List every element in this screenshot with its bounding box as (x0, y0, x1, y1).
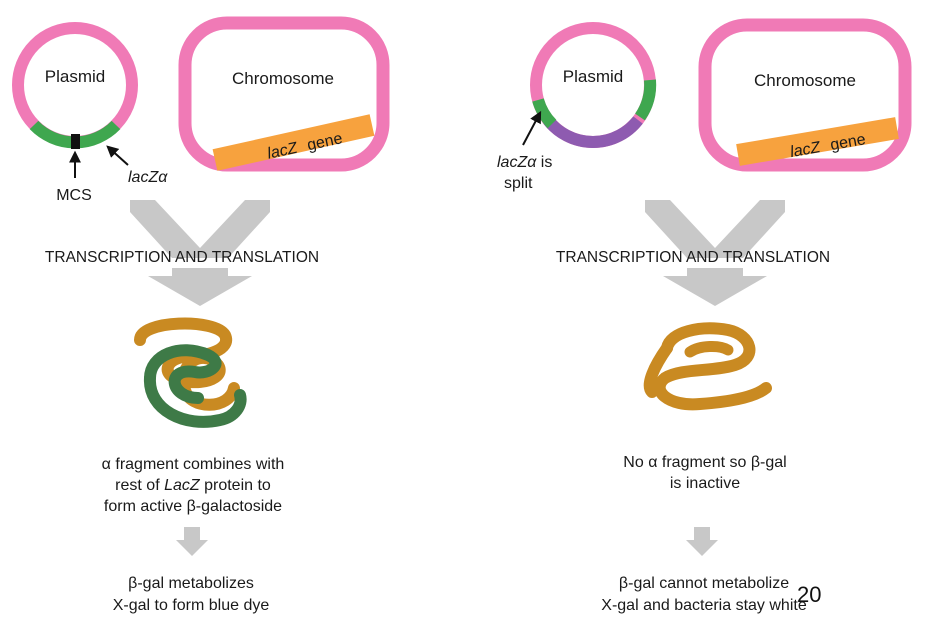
left-step-label: TRANSCRIPTION AND TRANSLATION (45, 249, 319, 266)
right-lacz-gene-label-rest: gene (829, 131, 867, 154)
left-result-line-1: α fragment combines with (102, 456, 285, 473)
right-plasmid: Plasmid (530, 22, 657, 148)
left-protein-green-coil (144, 344, 222, 404)
right-split-label-rest: is (536, 154, 552, 171)
left-plasmid-label: Plasmid (45, 67, 105, 86)
right-converging-arrow-top (645, 200, 785, 258)
right-split-arrow (522, 110, 542, 146)
right-chromosome: Chromosome lacZ gene (698, 18, 912, 172)
left-chromosome: Chromosome lacZ gene (178, 16, 390, 172)
left-active-protein (134, 317, 247, 428)
right-split-label: lacZα is (497, 154, 552, 171)
right-chromosome-ring (698, 18, 912, 172)
right-result-line-1: No α fragment so β-gal (623, 454, 786, 471)
left-plasmid: Plasmid (12, 22, 138, 149)
left-small-down-arrow (176, 527, 208, 556)
left-converging-arrow-bottom (148, 268, 252, 306)
right-protein-gold-coil-3 (684, 341, 734, 358)
right-insert-segment (543, 116, 643, 148)
left-panel: Plasmid MCS lacZα Chromosome lacZ gene T… (12, 16, 390, 614)
right-inactive-protein (643, 322, 772, 411)
right-protein-gold-coil (653, 322, 772, 411)
right-step-label: TRANSCRIPTION AND TRANSLATION (556, 249, 830, 266)
left-lacz-alpha-label: lacZα (128, 169, 168, 186)
left-result-line-3: form active β-galactoside (104, 498, 282, 515)
left-mcs-label: MCS (56, 187, 92, 204)
right-final-line-2: X-gal and bacteria stay white (601, 597, 807, 614)
left-result-line-2: rest of LacZ protein to (115, 477, 271, 494)
left-chromosome-ring (178, 16, 390, 172)
left-result-line-2-italic: LacZ (164, 477, 201, 494)
left-converging-arrow-top (130, 200, 270, 258)
right-protein-gold-coil-2 (643, 342, 673, 398)
left-result-line-2-post: protein to (200, 477, 271, 494)
left-lacz-alpha-arrow (106, 145, 129, 166)
right-chromosome-label: Chromosome (754, 71, 856, 90)
left-result-line-2-pre: rest of (115, 477, 164, 494)
page-number: 20 (797, 582, 822, 607)
right-lacz-gene-label-italic: lacZ (789, 139, 823, 161)
right-plasmid-label: Plasmid (563, 67, 623, 86)
left-lacz-gene-label-italic: lacZ (266, 140, 300, 163)
left-final-line-1: β-gal metabolizes (128, 575, 254, 592)
left-final-line-2: X-gal to form blue dye (113, 597, 270, 614)
left-mcs-block (71, 134, 80, 149)
right-lacz-alpha-segment-b (634, 79, 657, 121)
left-chromosome-label: Chromosome (232, 69, 334, 88)
right-lacz-alpha-segment-a (532, 98, 557, 129)
right-split-label-italic: lacZα (497, 154, 537, 171)
right-panel: Plasmid lacZα is split Chromosome lacZ g… (497, 18, 912, 614)
right-lacz-gene-segment (736, 117, 899, 166)
right-final-line-1: β-gal cannot metabolize (619, 575, 789, 592)
left-lacz-gene-segment (212, 114, 375, 171)
left-protein-green-coil-2 (144, 372, 247, 428)
right-converging-arrow-bottom (663, 268, 767, 306)
right-small-down-arrow (686, 527, 718, 556)
right-result-line-2: is inactive (670, 475, 740, 492)
right-lacz-gene-label: lacZ gene (789, 131, 867, 161)
right-split-label-line-2: split (504, 175, 533, 192)
